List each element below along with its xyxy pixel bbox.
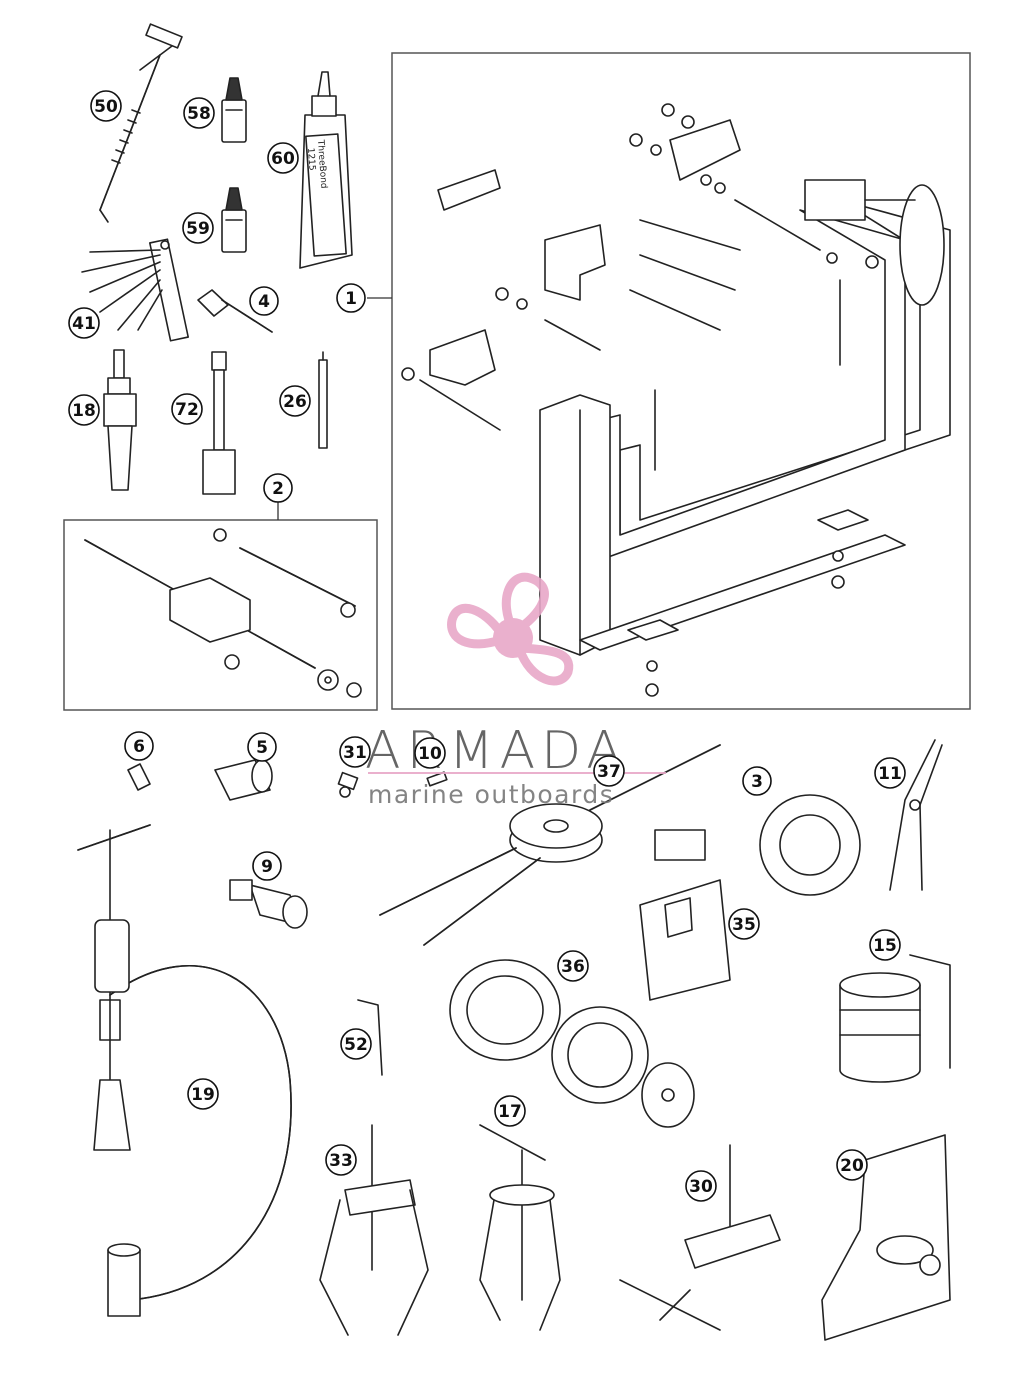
pin-rod-icon: [318, 351, 328, 449]
part-label-72: 72: [171, 393, 203, 425]
sleeve-large-icon: [449, 959, 561, 1061]
svg-text:10: 10: [418, 744, 442, 764]
svg-text:72: 72: [175, 400, 199, 420]
bolt-31-icon: [337, 771, 359, 798]
svg-text:9: 9: [261, 857, 273, 877]
svg-text:30: 30: [689, 1177, 713, 1197]
propeller-icon: [447, 572, 574, 686]
svg-text:17: 17: [498, 1102, 522, 1122]
tube-brand-text: ThreeBond: [315, 139, 328, 189]
bearing-installer-icon: [229, 879, 308, 929]
grease-bottle-icon: [221, 77, 247, 143]
circlip-pliers-icon: [889, 739, 943, 891]
part-label-3: 3: [742, 766, 772, 796]
part-label-19: 19: [187, 1078, 219, 1110]
flywheel-holder-icon: [619, 1144, 781, 1331]
svg-text:15: 15: [873, 936, 897, 956]
holder-plate-icon: [639, 829, 731, 1001]
seal-installer-cup-icon: [214, 759, 273, 801]
part-label-10: 10: [414, 737, 446, 769]
svg-text:31: 31: [343, 743, 367, 763]
part-label-1: 1: [336, 283, 366, 313]
watermark-title: ARMADA: [365, 721, 628, 781]
svg-text:19: 19: [191, 1085, 215, 1105]
svg-text:5: 5: [256, 738, 268, 758]
allen-wrench-icon: [357, 999, 383, 1076]
svg-text:41: 41: [72, 314, 96, 334]
svg-text:36: 36: [561, 957, 585, 977]
mounting-plate-icon: [821, 1134, 951, 1341]
part-label-31: 31: [339, 736, 371, 768]
part-label-15: 15: [869, 929, 901, 961]
puller-frame-box: [63, 519, 378, 711]
shaft-holder-icon: [202, 351, 236, 495]
part-label-60: 60: [267, 142, 299, 174]
syringe-icon: [99, 23, 183, 223]
svg-text:26: 26: [283, 392, 307, 412]
watermark-subtitle: marine outboards: [368, 780, 614, 809]
svg-text:50: 50: [94, 97, 118, 117]
svg-text:1: 1: [345, 289, 357, 309]
part-label-59: 59: [182, 212, 214, 244]
puller-assembly-icon: [84, 528, 362, 698]
part-label-9: 9: [252, 851, 282, 881]
part-label-52: 52: [340, 1028, 372, 1060]
part-label-17: 17: [494, 1095, 526, 1127]
part-label-35: 35: [728, 908, 760, 940]
part-label-58: 58: [183, 97, 215, 129]
sealant-tube-icon: [299, 71, 353, 269]
svg-text:37: 37: [597, 762, 621, 782]
part-label-30: 30: [685, 1170, 717, 1202]
svg-text:33: 33: [329, 1151, 353, 1171]
three-jaw-puller-icon: [479, 1124, 561, 1331]
svg-text:18: 18: [72, 401, 96, 421]
armada-logo: ARMADA marine outboards: [365, 572, 666, 809]
svg-text:52: 52: [344, 1035, 368, 1055]
yoke-puller-icon: [379, 744, 721, 946]
part-label-20: 20: [836, 1149, 868, 1181]
ring-compressor-icon: [839, 954, 951, 1083]
svg-text:3: 3: [751, 772, 763, 792]
slide-hammer-icon: [103, 349, 137, 491]
svg-text:58: 58: [187, 104, 211, 124]
part-label-50: 50: [90, 90, 122, 122]
sealant-bottle-icon: [221, 187, 247, 253]
part-label-41: 41: [68, 307, 100, 339]
washer-disc-icon: [641, 1062, 695, 1128]
svg-text:20: 20: [840, 1156, 864, 1176]
bolt-10-icon: [426, 771, 448, 787]
part-label-26: 26: [279, 385, 311, 417]
hex-key-tool-icon: [197, 289, 273, 333]
engine-stand-icon: [401, 103, 951, 697]
stand-frame-box: [391, 52, 971, 710]
part-label-6: 6: [124, 731, 154, 761]
toothed-ring-icon: [759, 794, 861, 896]
part-label-4: 4: [249, 286, 279, 316]
seal-installer-small-icon: [127, 763, 151, 791]
part-label-36: 36: [557, 950, 589, 982]
c-clamp-icon: [77, 824, 292, 1317]
sleeve-small-icon: [551, 1006, 649, 1104]
part-label-5: 5: [247, 732, 277, 762]
part-label-33: 33: [325, 1144, 357, 1176]
tube-code-text: 1215: [305, 148, 317, 172]
part-label-11: 11: [874, 757, 906, 789]
part-label-37: 37: [593, 755, 625, 787]
part-label-18: 18: [68, 394, 100, 426]
bearing-puller-icon: [319, 1124, 429, 1336]
svg-text:59: 59: [186, 219, 210, 239]
part-label-2: 2: [263, 473, 293, 503]
svg-text:11: 11: [878, 764, 902, 784]
svg-text:35: 35: [732, 915, 756, 935]
svg-text:4: 4: [258, 292, 270, 312]
feeler-gauge-icon: [81, 238, 189, 342]
svg-text:60: 60: [271, 149, 295, 169]
svg-text:2: 2: [272, 479, 284, 499]
svg-text:6: 6: [133, 737, 145, 757]
